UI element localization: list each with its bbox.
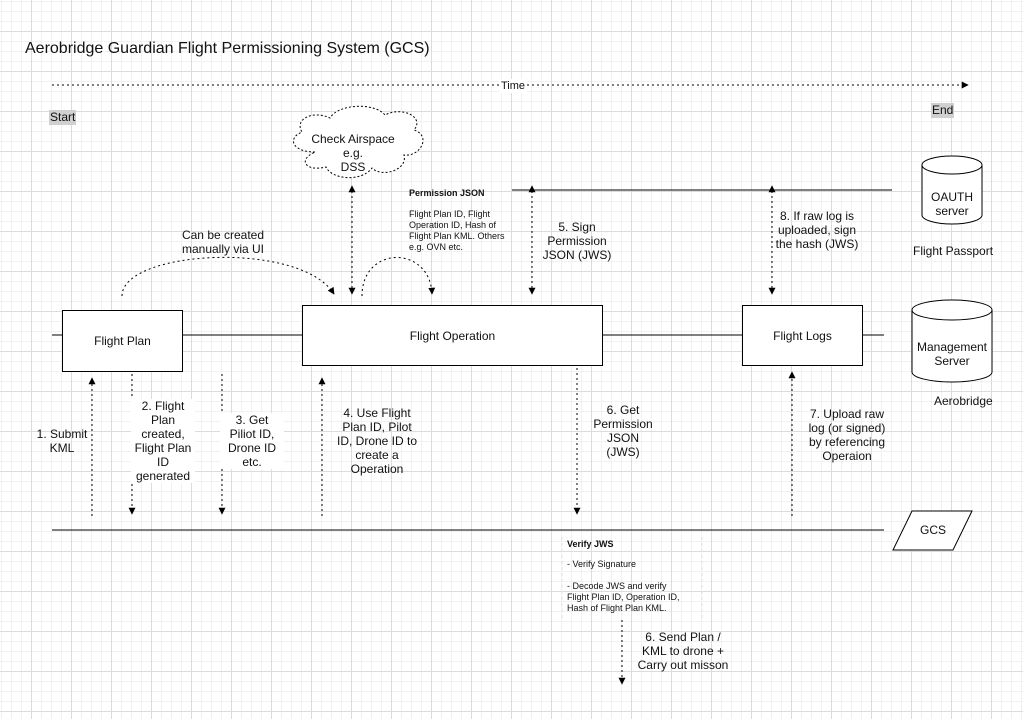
start-label: Start [49, 110, 77, 125]
flight-passport-caption: Flight Passport [913, 244, 994, 258]
management-database-shape [911, 299, 993, 383]
airspace-cloud-label: Check Airspace e.g. DSS [311, 132, 395, 174]
note-created-manually: Can be created manually via UI [181, 228, 265, 256]
aerobridge-caption: Aerobridge [934, 394, 993, 408]
curve-manual [121, 256, 335, 297]
note-step3: 3. Get Piliot ID, Drone ID etc. [220, 413, 284, 469]
end-label: End [931, 103, 955, 118]
flight-logs-box[interactable]: Flight Logs [742, 305, 863, 366]
note-step2: 2. Flight Plan created, Flight Plan ID g… [131, 399, 195, 483]
flight-plan-label: Flight Plan [94, 334, 151, 348]
airspace-cloud-shape [292, 105, 424, 179]
oauth-database-shape [921, 155, 983, 225]
flight-logs-label: Flight Logs [773, 328, 832, 343]
curve-permission [361, 257, 436, 297]
flight-operation-box[interactable]: Flight Operation [302, 305, 603, 366]
note-step6-send: 6. Send Plan / KML to drone + Carry out … [637, 630, 729, 672]
permission-json-heading: Permission JSON [409, 188, 485, 198]
verify-jws-line1: - Verify Signature [567, 559, 637, 569]
note-step4: 4. Use Flight Plan ID, Pilot ID, Drone I… [336, 406, 418, 476]
verify-jws-heading: Verify JWS [567, 539, 614, 549]
flight-plan-box[interactable]: Flight Plan [62, 310, 183, 372]
note-step8: 8. If raw log is uploaded, sign the hash… [775, 209, 859, 251]
management-server-label: Management Server [916, 340, 988, 368]
verify-jws-line2: - Decode JWS and verify Flight Plan ID, … [567, 581, 680, 613]
permission-json-body: Flight Plan ID, Flight Operation ID, Has… [409, 209, 505, 252]
timeline-label: Time [499, 79, 528, 93]
note-step7: 7. Upload raw log (or signed) by referen… [808, 407, 886, 463]
gcs-shape [892, 510, 973, 551]
note-step6-get: 6. Get Permission JSON (JWS) [593, 403, 653, 459]
note-step1: 1. Submit KML [36, 427, 88, 455]
page-title: Aerobridge Guardian Flight Permissioning… [25, 40, 430, 57]
flight-operation-label: Flight Operation [409, 328, 496, 343]
note-step5: 5. Sign Permission JSON (JWS) [542, 220, 612, 262]
gcs-label: GCS [919, 523, 946, 537]
oauth-server-label: OAUTH server [931, 190, 973, 218]
